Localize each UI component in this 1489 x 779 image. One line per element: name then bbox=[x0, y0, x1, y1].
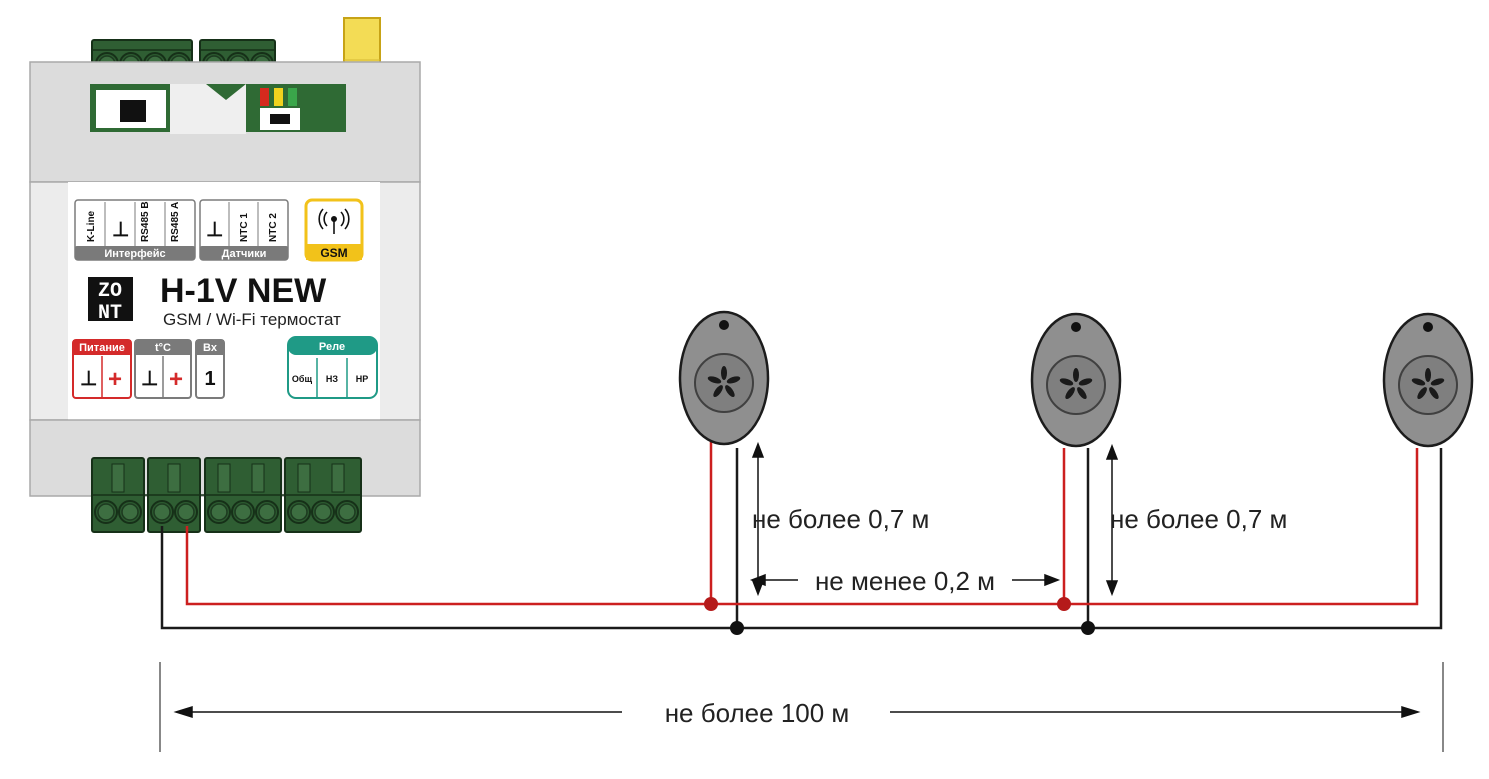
temperature-sensor-icon bbox=[707, 366, 741, 398]
sensors-terminal-labels: ⊥ NTC 1 NTC 2 Датчики bbox=[199, 199, 289, 261]
power-pin-ground: ⊥ bbox=[80, 368, 97, 390]
pin-rs485-b: RS485 B bbox=[140, 201, 151, 242]
temp-group-label: t°C bbox=[155, 342, 171, 354]
power-terminal-labels: Питание ⊥ + bbox=[72, 339, 132, 399]
brand-logo: ZO NT bbox=[88, 277, 133, 325]
min-spacing-label: не менее 0,2 м bbox=[815, 566, 995, 596]
wire-junctions bbox=[704, 597, 1095, 635]
pin-k-line: K-Line bbox=[86, 210, 97, 242]
pin-rs485-a: RS485 A bbox=[170, 202, 181, 242]
temperature-sensor-icon bbox=[1059, 368, 1093, 400]
temp-terminal-labels: t°C ⊥ + bbox=[134, 339, 192, 399]
relay-pin-no: НР bbox=[356, 374, 369, 384]
temperature-sensor-1 bbox=[678, 310, 770, 446]
power-pin-plus: + bbox=[108, 366, 122, 393]
interface-terminal-labels: K-Line ⊥ RS485 B RS485 A Интерфейс bbox=[74, 199, 196, 261]
total-length-label: не более 100 м bbox=[665, 698, 850, 728]
interface-group-label: Интерфейс bbox=[104, 248, 165, 260]
input-pin-1: 1 bbox=[204, 368, 215, 390]
relay-group-label: Реле bbox=[319, 341, 345, 353]
stub-length-arrow-2 bbox=[1105, 443, 1119, 597]
brand-line1: ZO bbox=[98, 280, 122, 303]
relay-terminal-labels: Реле Общ НЗ НР bbox=[287, 336, 378, 399]
pin-ground-sensors: ⊥ bbox=[206, 219, 223, 241]
min-spacing-arrow bbox=[749, 573, 1061, 587]
device-model: H-1V NEW bbox=[160, 272, 327, 310]
sensors-group-label: Датчики bbox=[222, 248, 267, 260]
signal-bus-wire bbox=[185, 440, 1419, 606]
input-group-label: Вх bbox=[203, 342, 218, 354]
power-group-label: Питание bbox=[79, 342, 125, 354]
signal-icon bbox=[318, 208, 350, 234]
stub-length-label-1: не более 0,7 м bbox=[752, 504, 929, 534]
relay-pin-nc: НЗ bbox=[326, 374, 338, 384]
gsm-label: GSM bbox=[320, 246, 347, 260]
pin-ntc1: NTC 1 bbox=[239, 213, 250, 242]
gsm-badge: GSM bbox=[304, 198, 364, 262]
temperature-sensor-icon bbox=[1411, 368, 1445, 400]
ground-bus-wire bbox=[160, 448, 1443, 630]
temp-pin-plus: + bbox=[169, 366, 183, 393]
device-subtitle: GSM / Wi-Fi термостат bbox=[163, 310, 341, 329]
relay-pin-common: Общ bbox=[292, 374, 313, 384]
input-terminal-labels: Вх 1 bbox=[195, 339, 225, 399]
pin-ground-interface: ⊥ bbox=[112, 219, 129, 241]
pin-ntc2: NTC 2 bbox=[268, 213, 279, 242]
temperature-sensor-2 bbox=[1030, 312, 1122, 448]
bottom-terminal-blocks bbox=[91, 457, 362, 533]
brand-line2: NT bbox=[98, 302, 122, 325]
temperature-sensor-3 bbox=[1382, 312, 1474, 448]
total-length-arrow bbox=[159, 662, 1444, 752]
temp-pin-ground: ⊥ bbox=[141, 368, 158, 390]
stub-length-label-2: не более 0,7 м bbox=[1110, 504, 1287, 534]
